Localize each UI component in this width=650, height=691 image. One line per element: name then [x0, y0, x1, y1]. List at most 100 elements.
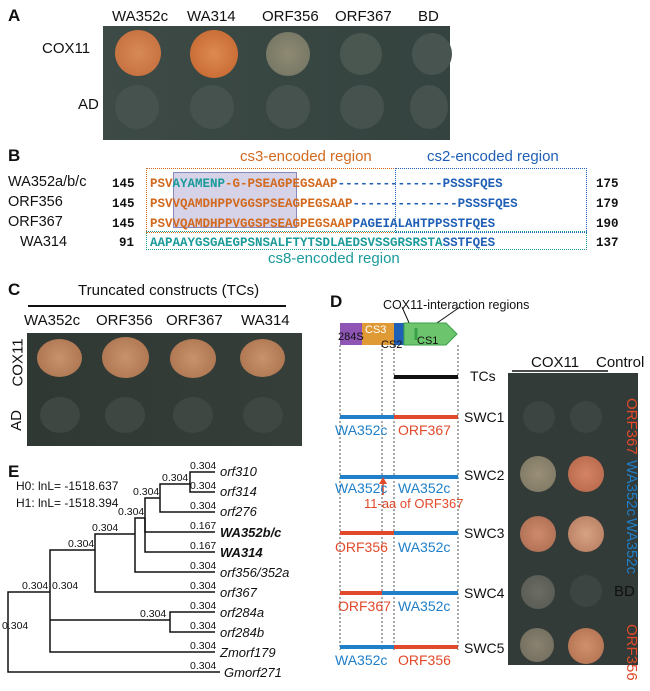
value-orf367: 0.304 [190, 580, 216, 592]
c-row-ad: AD [7, 410, 25, 431]
seq-2-p1: PSV [150, 217, 173, 231]
row-label-cox11: COX11 [42, 40, 91, 57]
seq-1-p4: PSEAGPEGSAAP [262, 197, 353, 211]
row-label-ad: AD [78, 96, 99, 113]
segment-label-284s: 284S [338, 331, 364, 343]
cs8-region-box [146, 231, 587, 250]
phylogenetic-tree: orf310 orf314 orf276 WA352b/c WA314 orf3… [2, 460, 289, 680]
h0-likelihood: H0: lnL= -1518.637 [16, 479, 119, 493]
swc2-right: WA352c [398, 480, 451, 496]
value-node-356: 0.304 [92, 522, 118, 534]
seq-1-p5: --------------PSSSFQES [352, 197, 518, 211]
segment-cs2 [394, 323, 404, 345]
value-node-284: 0.304 [140, 608, 166, 620]
col-label-wa314: WA314 [187, 8, 236, 25]
truncated-constructs-rule [28, 305, 286, 307]
value-node-284-parent: 0.304 [52, 580, 78, 592]
swc2-left: WA352c [335, 480, 388, 496]
d-colony-swc4-cox11 [521, 575, 555, 609]
c-colony-orf367-ad [173, 397, 213, 433]
branch-gmorf271 [7, 632, 220, 673]
value-node-310-314: 0.304 [162, 472, 188, 484]
swc4-left-bar [340, 591, 382, 595]
seq-0-p2: AYAMENP [172, 177, 226, 191]
d-colony-swc1-cox11 [523, 401, 555, 433]
segment-label-cs1: CS1 [417, 335, 439, 347]
branch-orf284a [169, 611, 215, 620]
colony-orf356-cox11 [266, 32, 310, 76]
c-colony-wa352c-cox11 [37, 339, 82, 377]
swc4-right: WA352c [398, 598, 451, 614]
c-col-orf356: ORF356 [96, 312, 153, 329]
leaf-orf284b: orf284b [220, 625, 264, 640]
control-label-4: BD [614, 583, 635, 600]
seq-row-1: PSVVQAMDHPPVGGSPSEAGPEGSAAP-------------… [150, 197, 518, 211]
branch-wa352bc [144, 518, 215, 533]
control-label-2: WA352c [623, 460, 640, 517]
d-colony-swc3-cox11 [520, 516, 556, 552]
branch-orf314 [189, 484, 215, 493]
branch-orf310 [189, 471, 215, 484]
seq-name-wa314: WA314 [20, 234, 68, 250]
swc5-right-bar [394, 645, 458, 649]
colony-bd-cox11 [412, 33, 452, 75]
swc1-left: WA352c [335, 422, 388, 438]
panel-label-c: C [8, 280, 21, 299]
seq-3-p5: SSTFQES [442, 236, 496, 250]
seq-row-0: PSVAYAMENP-G-PSEAGPEGSAAP--------------P… [150, 177, 503, 191]
leaf-orf367: orf367 [220, 585, 258, 600]
d-colony-swc2-control [568, 456, 604, 492]
seq-end-0: 175 [596, 177, 619, 191]
branch-n5-upper [159, 483, 190, 498]
segment-284s [340, 323, 362, 345]
c-col-wa314: WA314 [241, 312, 290, 329]
seq-3-p1: AAPAAYGSGAEGPSNSALFTYTSDLAEDSVSSGRSRSTA [150, 236, 443, 250]
col-label-wa352c: WA352c [112, 8, 169, 25]
cs3-highlight-box [173, 172, 297, 228]
col-label-orf367: ORF367 [335, 8, 392, 25]
leaf-orf356-352a: orf356/352a [220, 565, 289, 580]
d-colony-swc3-control [568, 516, 604, 552]
value-zmorf179: 0.304 [190, 640, 216, 652]
swc3-left-bar [340, 531, 394, 535]
value-orf310: 0.304 [190, 460, 216, 472]
seq-start-3: 91 [119, 236, 135, 250]
leaf-wa314: WA314 [220, 545, 263, 560]
leaf-orf314: orf314 [220, 484, 257, 499]
h1-likelihood: H1: lnL= -1518.394 [16, 496, 119, 510]
c-colony-orf367-cox11 [170, 339, 216, 378]
value-node-wa: 0.304 [118, 506, 144, 518]
colony-wa352c-cox11 [115, 30, 161, 76]
segment-cs3 [362, 323, 394, 345]
swc1-label: SWC1 [464, 409, 505, 425]
seq-name-wa352abc: WA352a/b/c [8, 174, 87, 190]
d-colony-swc5-control [568, 628, 604, 664]
swc3-right: WA352c [398, 539, 451, 555]
swc1-right: ORF367 [398, 422, 451, 438]
colony-bd-ad [410, 85, 448, 129]
swc5-label: SWC5 [464, 640, 505, 656]
swc1-right-bar [394, 415, 458, 419]
segment-label-cs2: CS2 [381, 339, 403, 351]
c-colony-orf356-ad [105, 397, 145, 433]
seq-end-1: 179 [596, 197, 619, 211]
seq-1-p2: VQAMDHPPVGGS [172, 197, 263, 211]
branch-orf284b [169, 620, 215, 633]
branch-n3-upper [134, 517, 145, 534]
value-orf314: 0.304 [190, 480, 216, 492]
d-colony-swc1-control [570, 401, 602, 433]
colony-wa314-cox11 [190, 30, 238, 78]
c-colony-wa314-ad [243, 397, 283, 433]
colony-wa352c-ad [115, 85, 159, 129]
cs2-region-label: cs2-encoded region [427, 148, 559, 165]
branch-zmorf179 [49, 592, 215, 653]
branch-orf356 [134, 534, 215, 573]
leaf-zmorf179: Zmorf179 [219, 645, 276, 660]
branch-orf367 [94, 550, 215, 593]
value-root: 0.304 [2, 620, 28, 632]
c-row-cox11: COX11 [9, 338, 27, 387]
seq-0-p5: --------------PSSSFQES [337, 177, 503, 191]
d-colony-swc5-cox11 [520, 628, 554, 662]
plate-header-cox11: COX11 [531, 354, 580, 371]
callout-line [433, 306, 461, 326]
